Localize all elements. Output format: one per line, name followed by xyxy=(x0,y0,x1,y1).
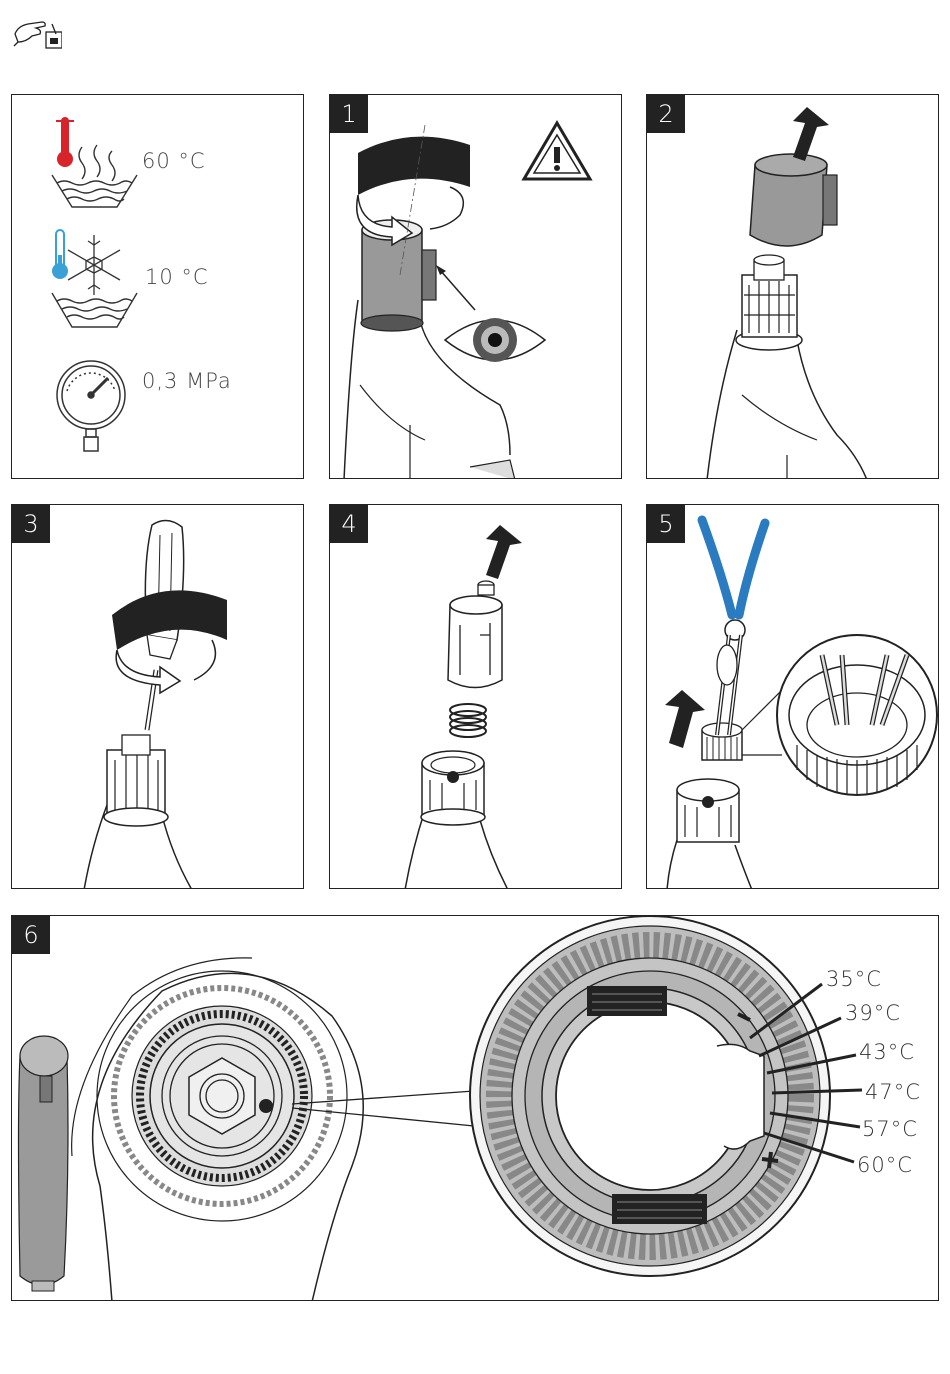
eye-icon xyxy=(445,318,545,362)
step-number: 1 xyxy=(330,95,368,133)
cold-thermometer-icon xyxy=(52,230,68,279)
step-6-panel: 6 35°C 39°C 43°C 47°C 57°C 60°C xyxy=(11,915,939,1301)
temperature-label-47: 47°C xyxy=(865,1080,921,1104)
step-1-panel: 1 xyxy=(329,94,622,479)
temperature-label-39: 39°C xyxy=(845,1001,901,1025)
hot-thermometer-icon xyxy=(56,117,74,167)
temperature-label-43: 43°C xyxy=(859,1040,915,1064)
step-4-illustration xyxy=(330,505,622,889)
pressure-gauge-icon xyxy=(57,361,125,451)
hand-maintenance-icon xyxy=(12,12,62,56)
temperature-ring-detail xyxy=(470,916,862,1276)
faucet-handle-icon xyxy=(19,1036,69,1291)
arrow-up-icon xyxy=(793,107,829,161)
hot-water-basin-icon xyxy=(52,175,137,207)
step-3-panel: 3 xyxy=(11,504,304,889)
step-number: 5 xyxy=(647,505,685,543)
zoom-detail-ring xyxy=(777,635,937,795)
step-5-illustration xyxy=(647,505,939,889)
cold-water-temperature: 10 °C xyxy=(145,265,209,289)
steam-icon xyxy=(79,145,115,181)
temperature-label-57: 57°C xyxy=(862,1117,918,1141)
water-pressure: 0,3 MPa xyxy=(142,369,232,393)
hot-water-temperature: 60 °C xyxy=(142,149,206,173)
step-number: 4 xyxy=(330,505,368,543)
requirements-panel: 60 °C 10 °C 0,3 MPa xyxy=(11,94,304,479)
step-1-illustration xyxy=(330,95,622,479)
spring-icon xyxy=(450,704,486,737)
step-3-illustration xyxy=(12,505,304,889)
step-2-illustration xyxy=(647,95,939,479)
warning-icon xyxy=(524,123,590,179)
temperature-label-35: 35°C xyxy=(826,967,882,991)
arrow-up-icon xyxy=(665,690,705,748)
arrow-up-icon xyxy=(486,525,522,579)
step-number: 2 xyxy=(647,95,685,133)
step-4-panel: 4 xyxy=(329,504,622,889)
temperature-label-60: 60°C xyxy=(857,1153,913,1177)
pliers-icon xyxy=(702,520,765,735)
step-number: 6 xyxy=(12,916,50,954)
snowflake-icon xyxy=(68,235,120,295)
step-5-panel: 5 xyxy=(646,504,939,889)
step-number: 3 xyxy=(12,505,50,543)
step-2-panel: 2 xyxy=(646,94,939,479)
step-6-illustration xyxy=(12,916,939,1301)
cold-water-basin-icon xyxy=(52,293,137,327)
